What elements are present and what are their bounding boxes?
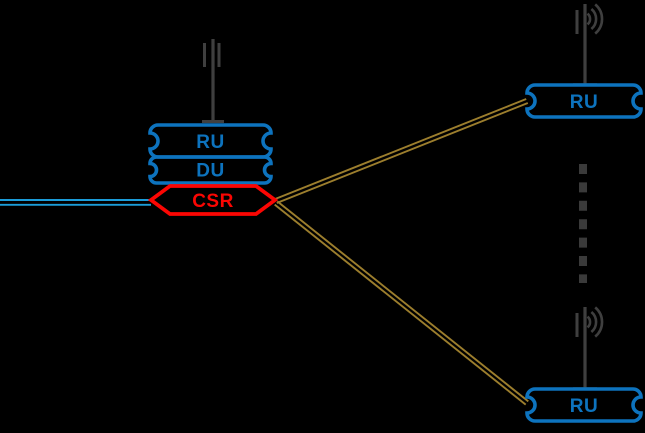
signal-wave-3: [594, 3, 604, 35]
du-node-shape: [148, 155, 273, 185]
remote-ru-top-label: RU: [570, 92, 598, 113]
remote-ru-bottom-shape: [525, 387, 643, 423]
ru-node-label: RU: [196, 132, 224, 153]
fronthaul-bottom-line-a: [276, 200, 529, 403]
cell-tower-waves-icon: [573, 306, 604, 391]
cell-tower-icon: [202, 39, 224, 123]
remote-site-bottom: RU: [525, 306, 643, 423]
csr-node: CSR: [147, 184, 279, 216]
fronthaul-top-line-b: [276, 102, 529, 204]
signal-wave-3: [594, 306, 604, 338]
backhaul-link: [0, 199, 151, 206]
remote-site-top: RU: [525, 3, 643, 119]
remote-ru-top-shape: [525, 83, 643, 119]
fronthaul-bottom-line-b: [274, 203, 527, 406]
fronthaul-top-line-a: [274, 98, 527, 200]
cell-site-stack: RU DU: [148, 123, 273, 185]
signal-wave-2: [590, 8, 598, 30]
remote-ru-bottom-label: RU: [570, 396, 598, 417]
signal-wave-2: [590, 311, 598, 333]
csr-node-shape: [147, 184, 279, 216]
fronthaul-link-bottom: [274, 200, 529, 406]
signal-wave-1: [586, 315, 592, 329]
cell-tower-waves-icon: [573, 3, 604, 87]
fronthaul-link-top: [274, 98, 529, 204]
csr-node-label: CSR: [192, 191, 234, 212]
du-node-label: DU: [196, 161, 224, 182]
signal-wave-1: [586, 12, 592, 26]
